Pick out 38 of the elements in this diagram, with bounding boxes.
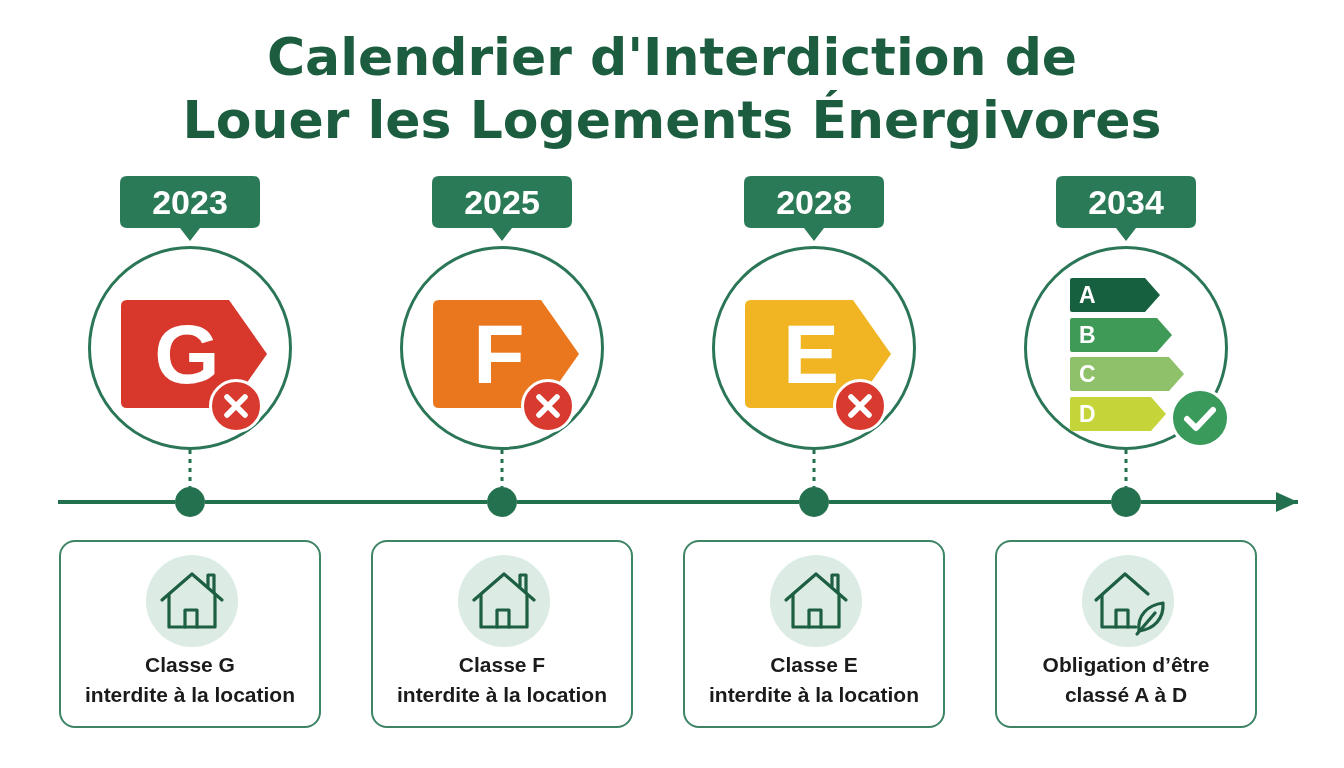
info-card [995,540,1257,728]
year-tag: 2023 [120,176,260,242]
card-text: interdite à la location [395,682,608,708]
timeline-dot [799,487,829,517]
milestone-circle [712,246,916,450]
timeline-line [58,500,175,504]
dotted-line [188,450,192,487]
energy-label: F [433,300,579,408]
timeline-dot [175,487,205,517]
timeline-line [205,500,487,504]
energy-label: G [121,300,267,408]
info-card [59,540,321,728]
info-card [683,540,945,728]
title: Calendrier d'Interdiction de Louer les Logements Énergivores [181,26,1163,152]
dotted-line [812,450,816,487]
arrow [1141,492,1298,512]
dotted-line [500,450,504,487]
year-tag: 2034 [1056,176,1196,242]
year-tag: 2028 [744,176,884,242]
card-text: Obligation d’être classé A à D [1041,652,1211,708]
energy-label: E [745,300,891,408]
card-title: Classe F [457,652,547,678]
timeline-dot [487,487,517,517]
energy-bar: C [1070,357,1184,391]
milestone-circle [1024,246,1228,450]
energy-bar: A [1070,278,1160,312]
card-title: Classe G [144,652,236,678]
card-title: Classe E [769,652,859,678]
milestone-circle [400,246,604,450]
info-card [371,540,633,728]
milestone-circle [88,246,292,450]
timeline-dot [1111,487,1141,517]
year-tag: 2025 [432,176,572,242]
card-text: interdite à la location [83,682,296,708]
timeline-line [829,500,1111,504]
card-text: interdite à la location [707,682,920,708]
dotted-line [1124,450,1128,487]
timeline-line [517,500,799,504]
